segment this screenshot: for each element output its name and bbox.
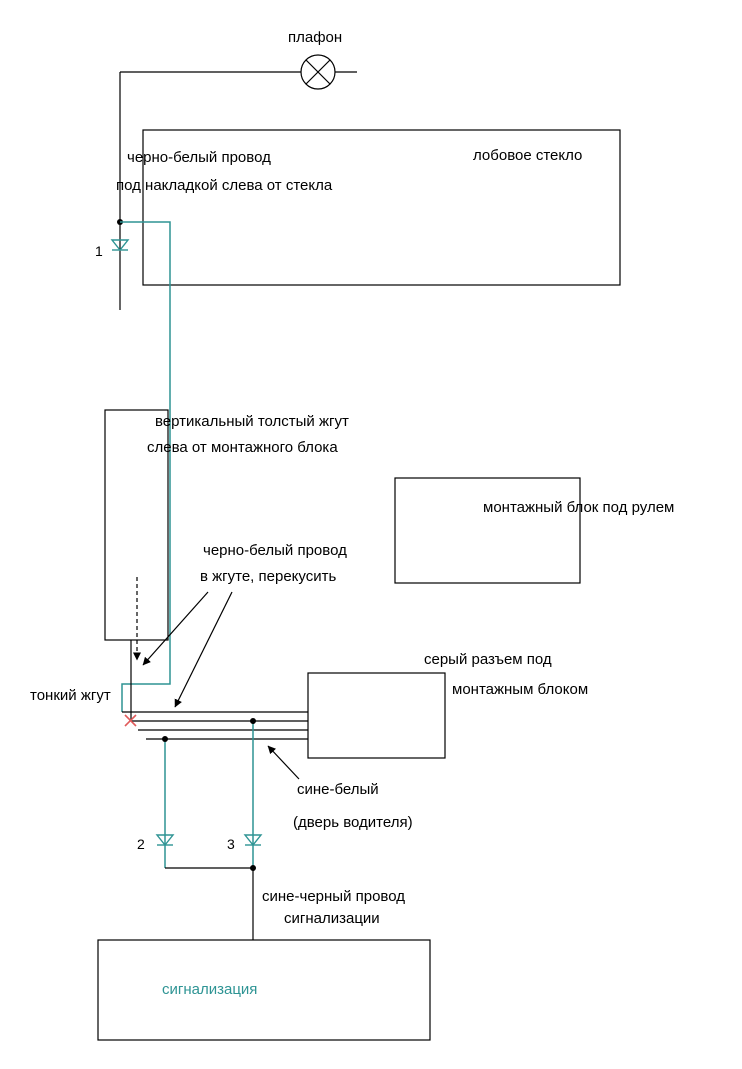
diode-1-label: 1 [95, 243, 103, 259]
cut-note-line2: в жгуте, перекусить [200, 568, 337, 585]
diode-2-icon [155, 834, 175, 847]
mounting-block-box [394, 477, 581, 584]
blue-black-note-line2: сигнализации [284, 910, 380, 927]
diode-3-label: 3 [227, 836, 235, 852]
cut-note-arrow-1 [142, 591, 209, 666]
windshield-label: лобовое стекло [473, 147, 583, 164]
bw-wire-note-line1: черно-белый провод [127, 149, 271, 166]
gray-connector-note-line2: монтажным блоком [452, 681, 589, 698]
alarm-label: сигнализация [162, 981, 258, 998]
gray-connector-box [307, 672, 446, 759]
cut-note-line1: черно-белый провод [203, 542, 347, 559]
mounting-block-label: монтажный блок под рулем [483, 499, 675, 516]
diode-3-icon [243, 834, 263, 847]
windshield-box [142, 129, 621, 286]
vertical-harness-note-line2: слева от монтажного блока [147, 439, 338, 456]
diode-2-label: 2 [137, 836, 145, 852]
ceiling-lamp-label: плафон [288, 29, 343, 46]
blue-white-note-line1: сине-белый [297, 781, 379, 798]
alarm-box [97, 939, 431, 1041]
dome-light-teal-wire [120, 221, 171, 712]
ceiling-lamp-icon [120, 54, 357, 90]
blue-white-note-line2: (дверь водителя) [293, 814, 413, 831]
junction-dot [162, 736, 168, 742]
diode-1-icon [110, 239, 130, 252]
blue-black-note-line1: сине-черный провод [262, 888, 405, 905]
vertical-harness-note-line1: вертикальный толстый жгут [155, 413, 349, 430]
thin-harness-label: тонкий жгут [30, 687, 111, 704]
cut-note-arrow-2 [174, 591, 233, 708]
bw-wire-note-line2: под накладкой слева от стекла [116, 177, 333, 194]
junction-dot [250, 718, 256, 724]
blue-white-arrow [267, 745, 300, 780]
cut-mark-icon [124, 714, 137, 727]
gray-connector-note-line1: серый разъем под [424, 651, 552, 668]
